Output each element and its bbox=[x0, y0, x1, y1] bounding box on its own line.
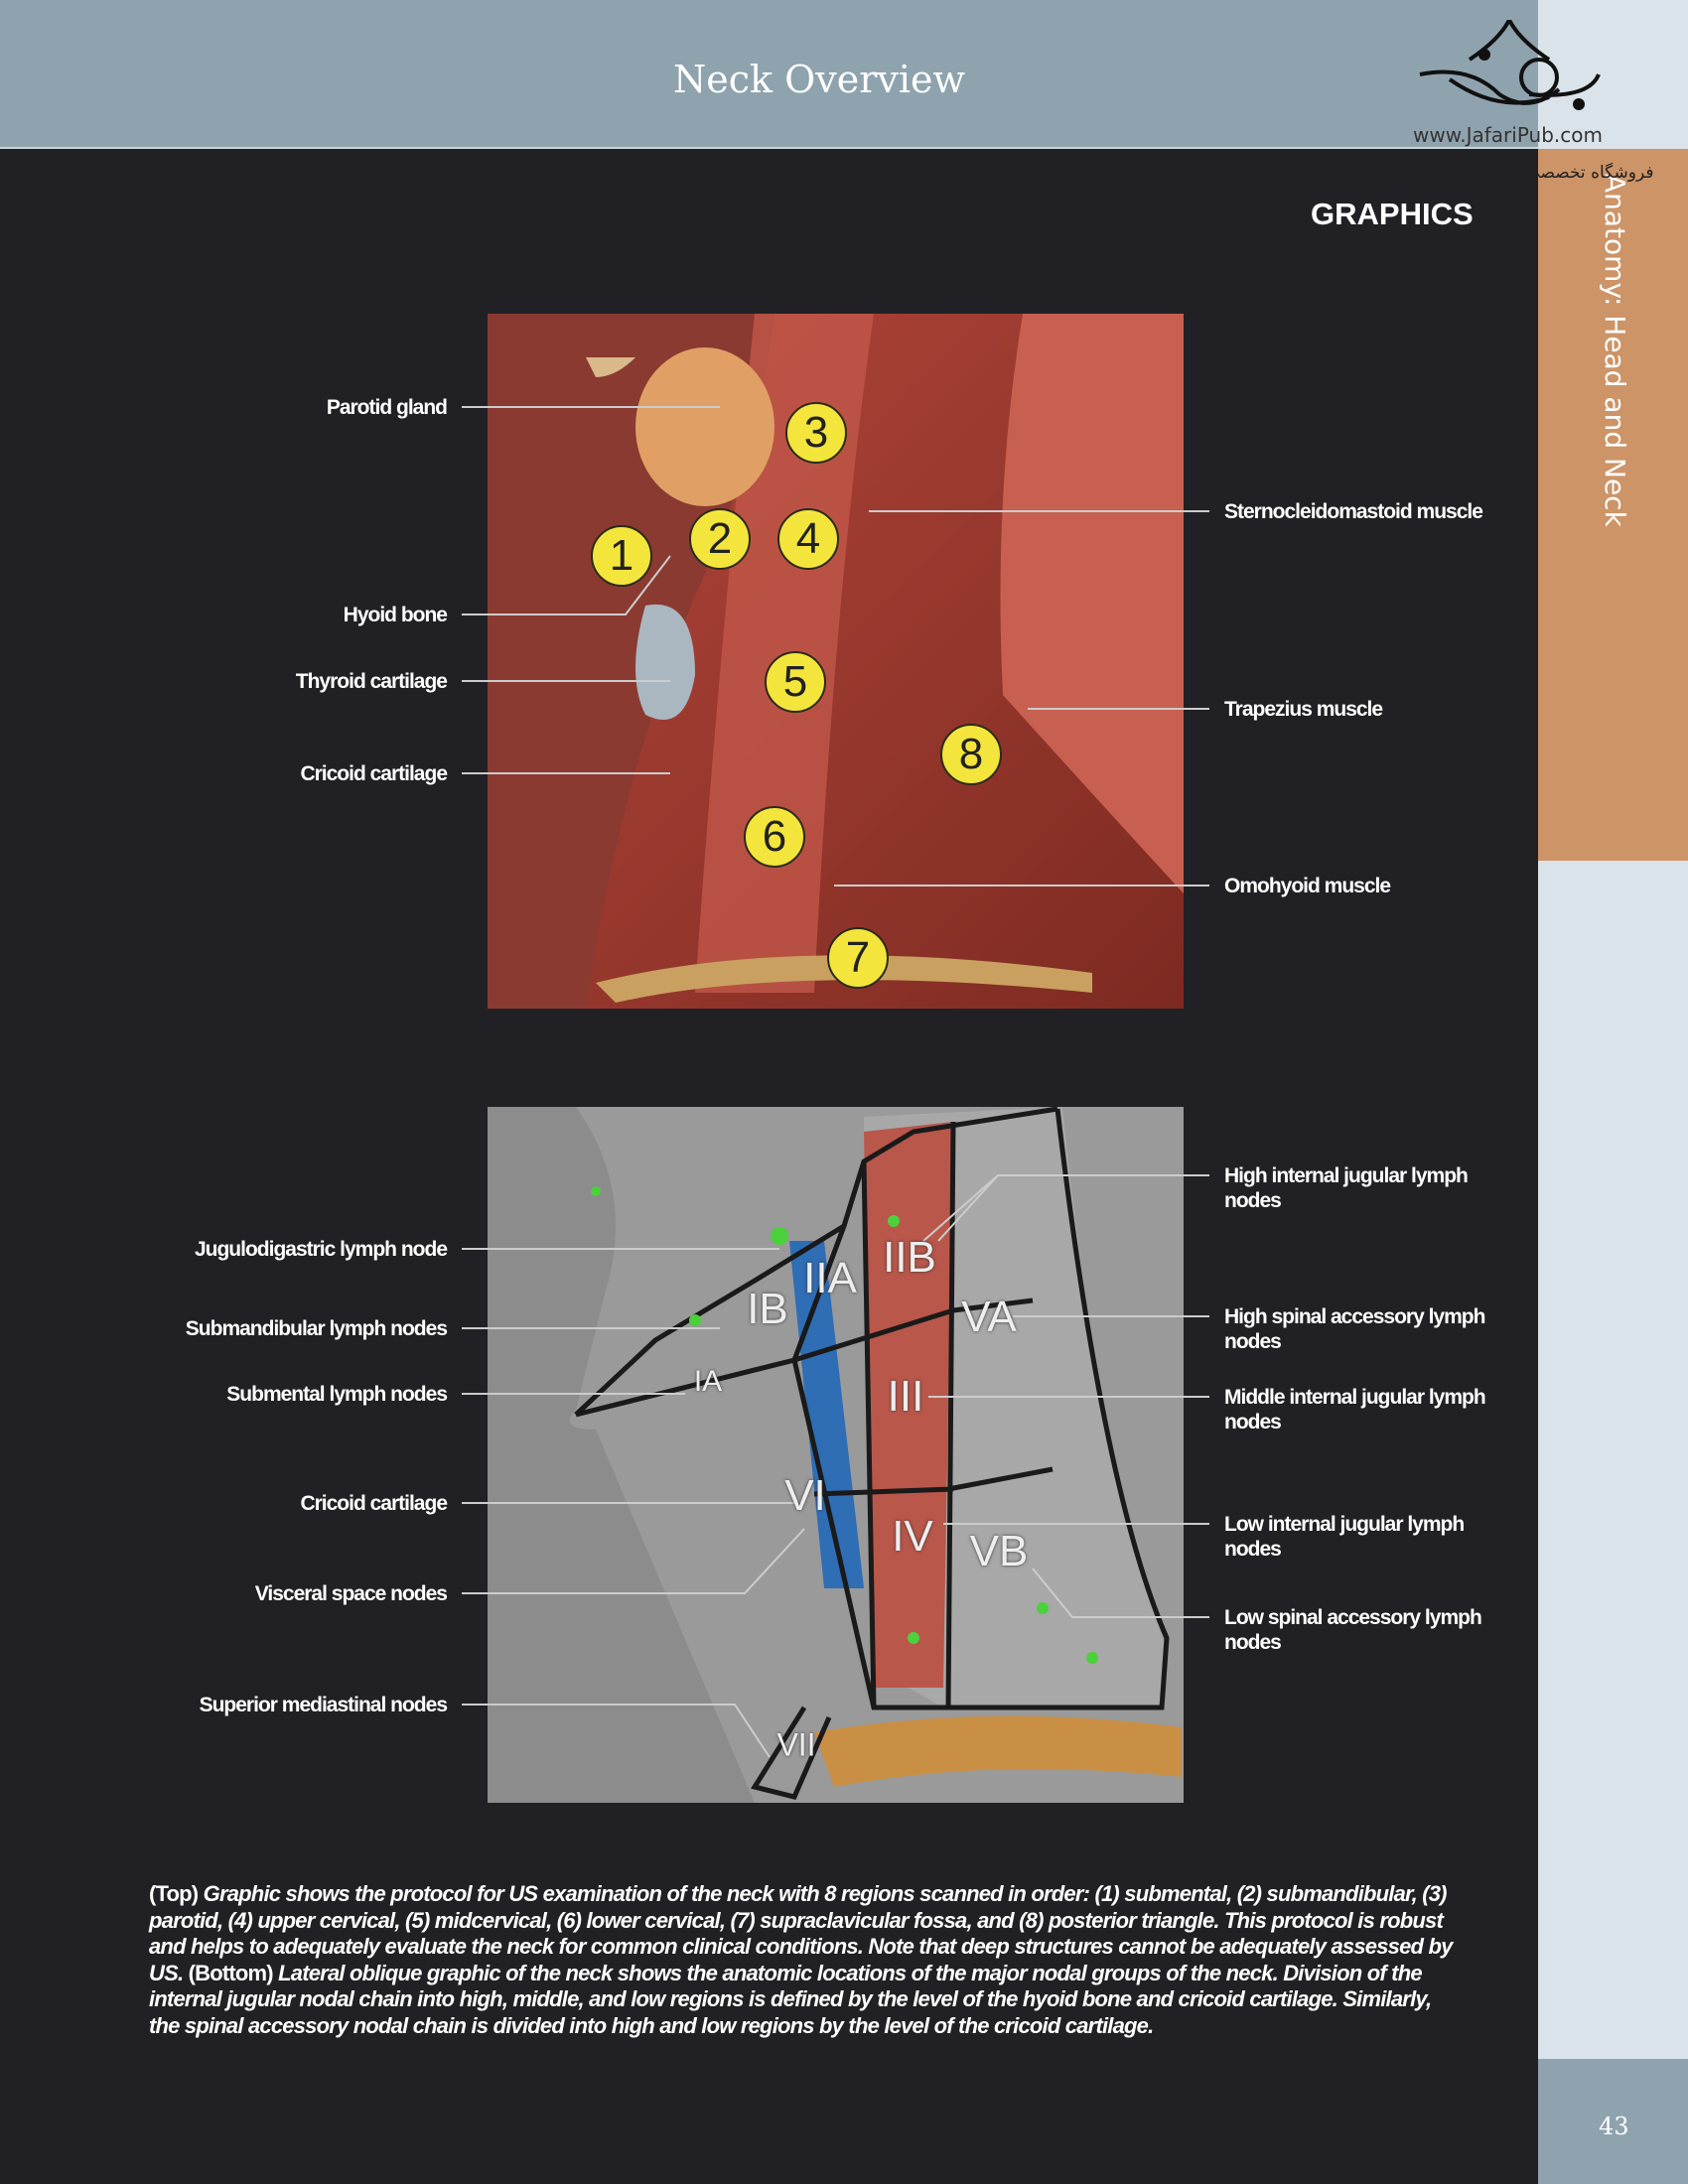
region-marker-5: 5 bbox=[765, 651, 826, 713]
label-parotid-gland: Parotid gland bbox=[326, 396, 448, 419]
label-submental: Submental lymph nodes bbox=[226, 1383, 448, 1406]
label-middle-internal-jugular: Middle internal jugular lymph nodes bbox=[1224, 1386, 1486, 1433]
level-IIB: IIB bbox=[883, 1233, 936, 1282]
figure-caption: (Top) Graphic shows the protocol for US … bbox=[149, 1881, 1460, 2039]
region-marker-3: 3 bbox=[785, 402, 847, 464]
label-omohyoid: Omohyoid muscle bbox=[1224, 875, 1391, 897]
region-marker-8: 8 bbox=[940, 724, 1002, 785]
page-title: Neck Overview bbox=[672, 58, 966, 101]
level-VB: VB bbox=[969, 1527, 1029, 1575]
level-IB: IB bbox=[747, 1285, 788, 1333]
label-cricoid-cartilage: Cricoid cartilage bbox=[300, 762, 448, 785]
label-visceral-space: Visceral space nodes bbox=[254, 1582, 448, 1605]
page-number: 43 bbox=[1599, 2113, 1629, 2140]
level-IV: IV bbox=[892, 1512, 933, 1561]
label-sternocleidomastoid: Sternocleidomastoid muscle bbox=[1224, 500, 1483, 523]
region-marker-1: 1 bbox=[591, 525, 652, 587]
region-marker-2: 2 bbox=[689, 508, 751, 570]
sidebar-chapter-tab bbox=[1538, 149, 1688, 861]
caption-top-tag: (Top) bbox=[149, 1881, 199, 1906]
caption-top-text: Graphic shows the protocol for US examin… bbox=[149, 1881, 1453, 1985]
logo-url: www.JafariPub.com bbox=[1413, 123, 1603, 147]
label-low-internal-jugular: Low internal jugular lymph nodes bbox=[1224, 1513, 1465, 1561]
label-trapezius: Trapezius muscle bbox=[1224, 698, 1383, 721]
label-hyoid-bone: Hyoid bone bbox=[343, 604, 448, 626]
region-marker-6: 6 bbox=[744, 806, 805, 868]
caption-bottom-text: Lateral oblique graphic of the neck show… bbox=[149, 1960, 1432, 2038]
label-submandibular: Submandibular lymph nodes bbox=[185, 1317, 448, 1340]
level-VII: VII bbox=[776, 1726, 816, 1763]
label-superior-mediastinal: Superior mediastinal nodes bbox=[199, 1694, 448, 1716]
publisher-logo-icon bbox=[1419, 20, 1601, 110]
level-VI: VI bbox=[784, 1471, 826, 1520]
level-IA: IA bbox=[693, 1365, 723, 1398]
page-header: Neck Overview bbox=[0, 0, 1538, 149]
label-high-spinal-accessory: High spinal accessory lymph nodes bbox=[1224, 1305, 1485, 1353]
region-marker-7: 7 bbox=[827, 927, 889, 989]
label-cricoid-cartilage-bottom: Cricoid cartilage bbox=[300, 1492, 448, 1515]
label-low-spinal-accessory: Low spinal accessory lymph nodes bbox=[1224, 1606, 1482, 1654]
sidebar-body bbox=[1538, 861, 1688, 2059]
level-III: III bbox=[887, 1372, 924, 1421]
label-jugulodigastric: Jugulodigastric lymph node bbox=[194, 1238, 448, 1261]
caption-bottom-tag: (Bottom) bbox=[188, 1960, 274, 1985]
region-marker-4: 4 bbox=[777, 508, 839, 570]
level-IIA: IIA bbox=[803, 1254, 857, 1302]
sidebar-footer bbox=[1538, 2059, 1688, 2184]
section-heading: GRAPHICS bbox=[1311, 197, 1474, 231]
label-thyroid-cartilage: Thyroid cartilage bbox=[295, 670, 448, 693]
label-high-internal-jugular: High internal jugular lymph nodes bbox=[1224, 1164, 1469, 1212]
bottom-nodal-levels-image bbox=[488, 1106, 1184, 1803]
level-VA: VA bbox=[961, 1293, 1017, 1341]
leader-lines bbox=[462, 406, 1209, 1758]
sidebar-top bbox=[1538, 0, 1688, 149]
chapter-title: Anatomy: Head and Neck bbox=[1599, 174, 1631, 527]
logo-tagline: فروشگاه تخصصی پزشکی جعفری نوین bbox=[1378, 163, 1654, 183]
